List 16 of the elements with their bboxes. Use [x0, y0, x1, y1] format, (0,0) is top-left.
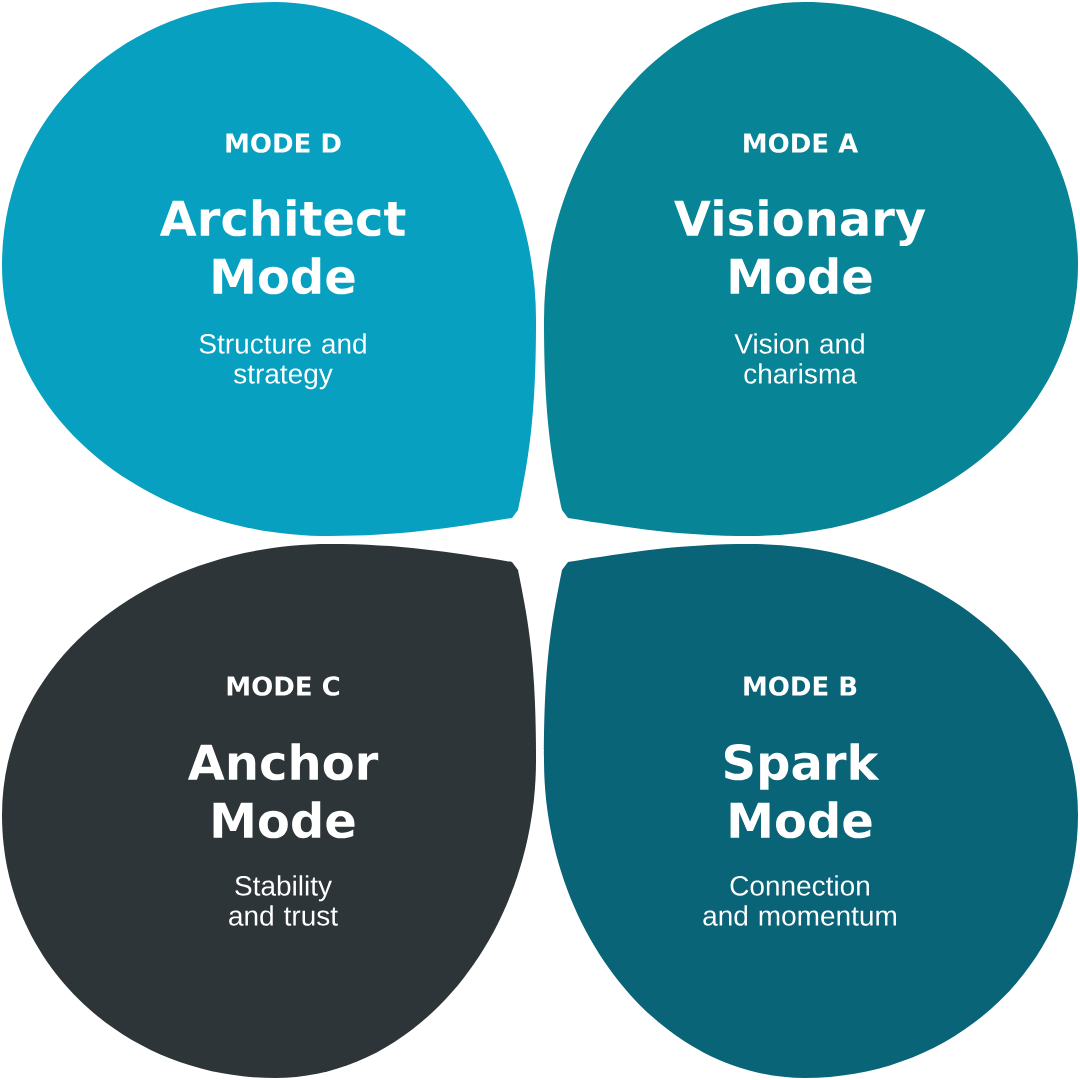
mode-title: Visionary Mode [674, 199, 926, 295]
mode-label: MODE D [226, 133, 341, 153]
mode-description: Vision and charisma [734, 333, 864, 384]
mode-title: Architect Mode [159, 199, 406, 295]
petal-shape [544, 544, 1078, 1078]
mode-label: MODE A [744, 133, 859, 153]
mode-description: Stability and trust [229, 875, 338, 926]
petal-shape [544, 2, 1078, 536]
mode-title: Anchor Mode [187, 743, 379, 839]
mode-description: Structure and strategy [199, 333, 366, 390]
petal-shape [2, 2, 536, 536]
mode-label: MODE B [744, 676, 857, 696]
mode-label: MODE C [227, 676, 340, 696]
petal-shape [2, 544, 536, 1078]
mode-description: Connection and momentum [703, 875, 896, 926]
mode-title: Spark Mode [725, 743, 880, 839]
